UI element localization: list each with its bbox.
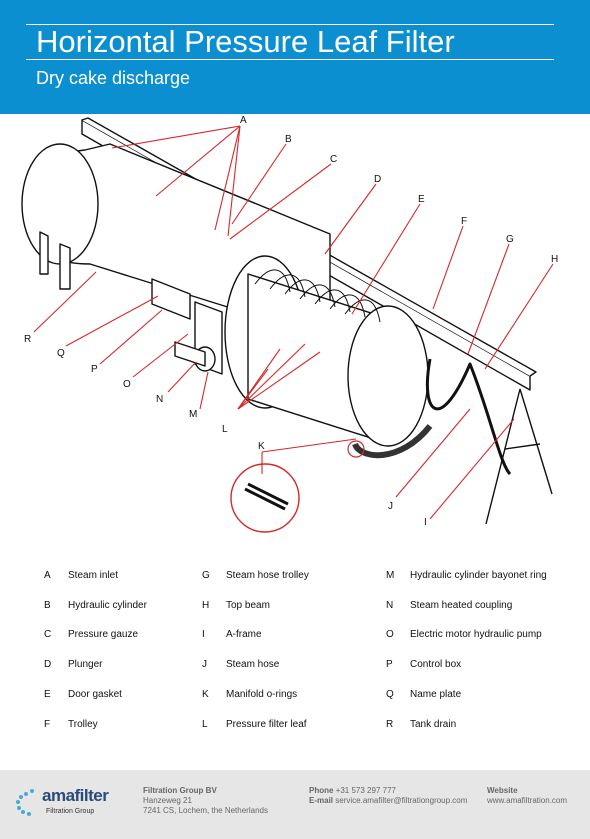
callout-o: O	[123, 379, 131, 390]
legend-text: Door gasket	[68, 689, 122, 700]
leaf-ribs	[254, 269, 381, 323]
legend-letter: I	[202, 629, 205, 640]
legend-letter: J	[202, 659, 207, 670]
company-name: Filtration Group BV	[143, 786, 217, 795]
legend-text: Tank drain	[410, 719, 457, 730]
legend-letter: D	[44, 659, 52, 670]
legend-text: Hydraulic cylinder bayonet ring	[410, 570, 547, 581]
front-head	[347, 305, 429, 447]
callout-lines	[33, 125, 554, 520]
email-label: E-mail	[309, 796, 334, 805]
legend-text: Plunger	[68, 659, 103, 670]
website-label: Website	[487, 786, 518, 795]
detail-source-circle	[347, 440, 365, 458]
callout-n: N	[156, 394, 163, 405]
address-line-1: Hanzeweg 21	[143, 796, 192, 805]
callout-k: K	[258, 441, 265, 452]
steam-coupling	[174, 341, 206, 367]
filter-illustration: A B C D E F G H K L M N O P Q R J I	[21, 115, 558, 533]
legend-letter: N	[386, 600, 394, 611]
legend-text: Name plate	[410, 689, 462, 700]
footer-contact: Phone +31 573 297 777 E-mail service.ama…	[309, 786, 467, 806]
address-line-2: 7241 CS, Lochem, the Netherlands	[143, 806, 268, 815]
legend-text: Pressure filter leaf	[226, 719, 307, 730]
steam-hose	[425, 358, 512, 476]
legend-text: Steam hose trolley	[226, 570, 309, 581]
callout-a: A	[240, 115, 247, 126]
legend-text: Trolley	[68, 719, 98, 730]
phone-label: Phone	[309, 786, 334, 795]
callout-b: B	[285, 134, 292, 145]
callout-g: G	[506, 234, 514, 245]
legend-letter: R	[386, 719, 394, 730]
legend-text: Steam hose	[226, 659, 280, 670]
legend-letter: P	[386, 659, 393, 670]
phone-number[interactable]: +31 573 297 777	[335, 786, 396, 795]
legend-text: Manifold o-rings	[226, 689, 298, 700]
amafilter-logo-icon	[16, 789, 34, 816]
legend-letter: F	[44, 719, 51, 730]
legend-text: Hydraulic cylinder	[68, 600, 147, 611]
callout-c: C	[330, 154, 337, 165]
callout-q: Q	[57, 348, 65, 359]
legend-letter: B	[44, 600, 51, 611]
header-banner: Horizontal Pressure Leaf Filter Dry cake…	[0, 0, 590, 114]
filter-diagram: A B C D E F G H K L M N O P Q R J I	[0, 114, 590, 544]
callout-l: L	[222, 424, 228, 435]
legend-letter: O	[386, 629, 394, 640]
callout-e: E	[418, 194, 425, 205]
brand-subtitle: Filtration Group	[46, 808, 95, 815]
control-box	[151, 278, 191, 320]
footer-website: Website www.amafiltration.com	[487, 786, 567, 806]
callout-f: F	[461, 216, 467, 227]
detail-o-rings	[244, 482, 289, 511]
a-frame	[485, 388, 553, 525]
brand-name: amafilter	[42, 786, 109, 805]
parts-legend: A Steam inlet B Hydraulic cylinder C Pre…	[0, 560, 590, 750]
legend-letter: Q	[386, 689, 394, 700]
page-title: Horizontal Pressure Leaf Filter	[36, 24, 455, 59]
legend-letter: C	[44, 629, 52, 640]
tank-leg-left	[39, 231, 49, 275]
callout-d: D	[374, 174, 381, 185]
footer-address: Filtration Group BV Hanzeweg 21 7241 CS,…	[143, 786, 268, 816]
legend-text: Control box	[410, 659, 462, 670]
legend-letter: M	[386, 570, 395, 581]
tank-leg-mid	[59, 243, 71, 290]
legend-text: Electric motor hydraulic pump	[410, 629, 542, 640]
email-address[interactable]: service.amafilter@filtrationgroup.com	[335, 796, 468, 805]
legend-letter: H	[202, 600, 210, 611]
callout-m: M	[189, 409, 197, 420]
legend-letter: L	[202, 719, 208, 730]
header-rule-top	[26, 24, 554, 25]
page-subtitle: Dry cake discharge	[36, 68, 191, 88]
callout-r: R	[24, 334, 31, 345]
legend-letter: K	[202, 689, 209, 700]
legend-text: Top beam	[226, 600, 270, 611]
legend-letter: G	[202, 570, 210, 581]
website-link[interactable]: www.amafiltration.com	[487, 796, 568, 805]
legend-letter: A	[44, 570, 51, 581]
steam-hose-lower	[352, 424, 433, 459]
legend-text: Steam heated coupling	[410, 600, 513, 611]
legend-text: A-frame	[226, 629, 262, 640]
callout-p: P	[91, 364, 98, 375]
callout-j: J	[388, 501, 393, 512]
callout-h: H	[551, 254, 558, 265]
footer: amafilter Filtration Group Filtration Gr…	[0, 770, 590, 839]
callout-i: I	[424, 517, 427, 528]
header-rule-bottom	[26, 59, 554, 60]
legend-text: Pressure gauze	[68, 629, 139, 640]
legend-letter: E	[44, 689, 51, 700]
legend-text: Steam inlet	[68, 570, 119, 581]
